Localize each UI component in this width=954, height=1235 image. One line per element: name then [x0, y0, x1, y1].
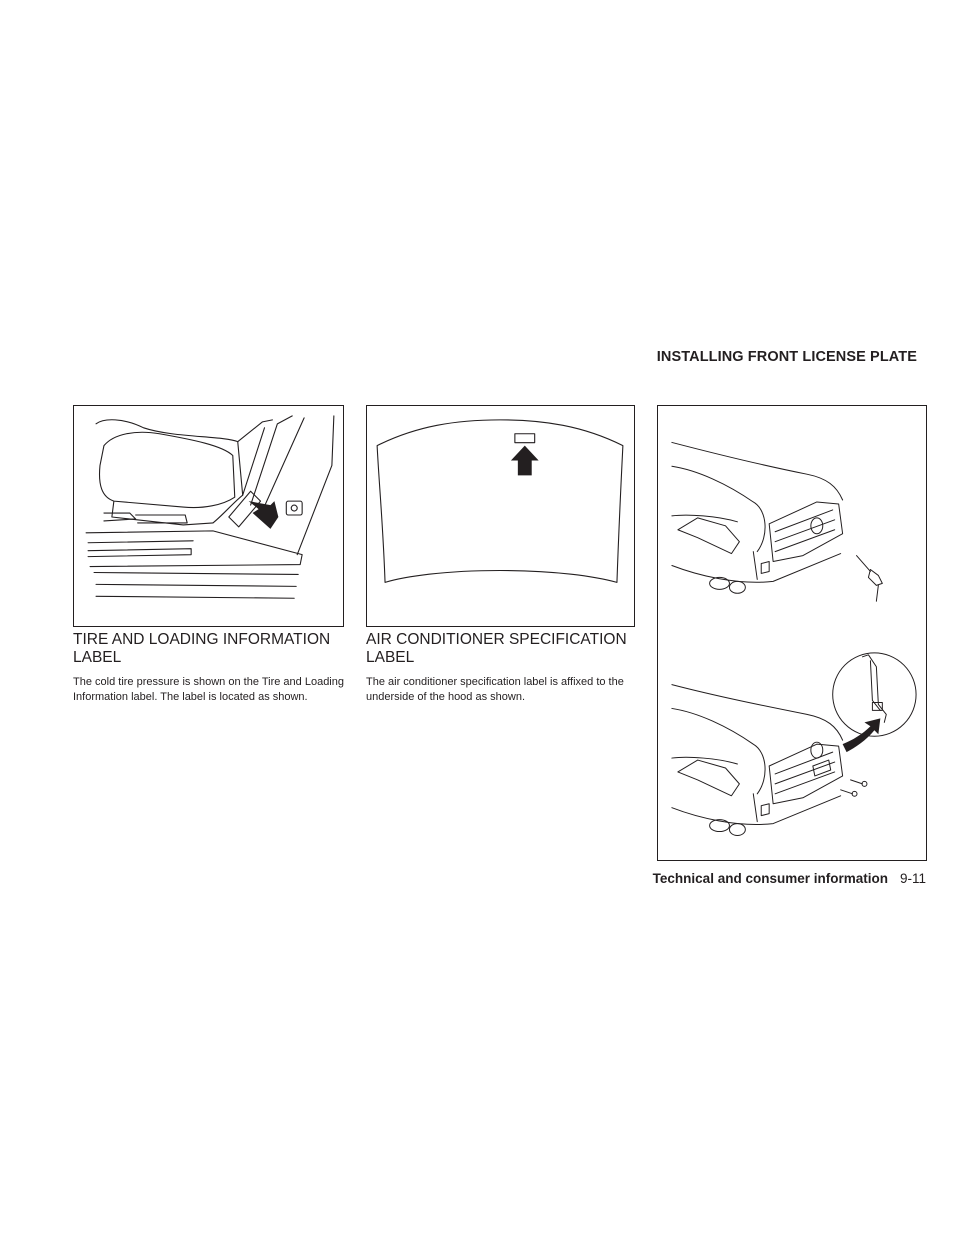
page-number: 9-11 [899, 871, 926, 886]
page-footer: Technical and consumer information 9-11 [560, 871, 926, 886]
tire-label-title: TIRE AND LOADING INFORMATION LABEL [73, 631, 331, 666]
ac-label-body: The air conditioner specification label … [366, 676, 624, 703]
section-heading: INSTALLING FRONT LICENSE PLATE [656, 349, 917, 365]
chapter-title: Technical and consumer information [652, 871, 888, 886]
ac-label-illustration [366, 405, 635, 627]
curved-arrow-icon [842, 718, 881, 753]
tire-label-body: The cold tire pressure is shown on the T… [73, 676, 344, 703]
door-pillar-drawing [85, 415, 335, 599]
tire-label-illustration [73, 405, 344, 627]
arrow-icon [248, 501, 279, 529]
arrow-up-icon [510, 445, 539, 476]
hood-drawing [376, 419, 624, 583]
license-plate-illustration [657, 405, 927, 861]
ac-label-title: AIR CONDITIONER SPECIFICATION LABEL [366, 631, 627, 666]
car-front-drawing [671, 441, 917, 836]
